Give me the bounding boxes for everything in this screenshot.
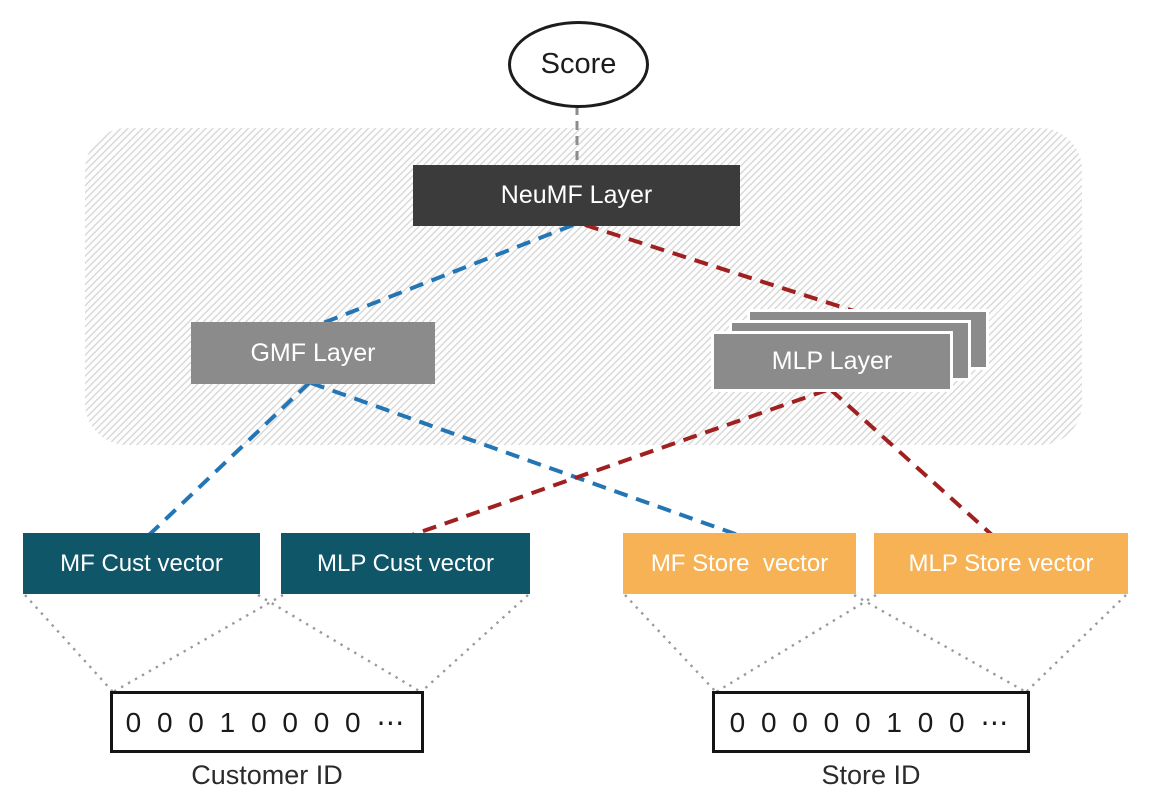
edge-neumf-mlp bbox=[584, 223, 858, 314]
edge-mlp-mlp-store-vector bbox=[829, 388, 994, 537]
neumf-layer-node: NeuMF Layer bbox=[413, 165, 740, 226]
mlp-store-vector-node: MLP Store vector bbox=[874, 533, 1128, 594]
edge-mf-cust-vector-customer-id-right bbox=[257, 593, 422, 694]
edge-mlp-store-vector-store-id-left bbox=[715, 593, 877, 694]
mf-store-vector-label: MF Store vector bbox=[650, 549, 829, 577]
edge-gmf-mf-store-vector bbox=[310, 381, 739, 537]
edge-neumf-gmf bbox=[317, 223, 574, 327]
mf-cust-vector-node: MF Cust vector bbox=[23, 533, 260, 594]
edge-mlp-mlp-cust-vector bbox=[411, 388, 828, 537]
edge-mlp-cust-vector-customer-id-left bbox=[112, 593, 284, 694]
mlp-cust-vector-node: MLP Cust vector bbox=[281, 533, 530, 594]
customer-id-label: Customer ID bbox=[191, 760, 343, 790]
mf-store-vector-node: MF Store vector bbox=[623, 533, 856, 594]
store-id-label: Store ID bbox=[821, 760, 921, 790]
edge-mlp-store-vector-store-id-right bbox=[1025, 594, 1127, 693]
edge-mf-store-vector-store-id-right bbox=[853, 593, 1027, 694]
customer-id-onehot-box: 0 0 0 1 0 0 0 0 ⋯ bbox=[110, 691, 424, 753]
customer-id-digits: 0 0 0 1 0 0 0 0 ⋯ bbox=[125, 706, 409, 738]
mlp-layer-node: MLP Layer bbox=[711, 331, 953, 392]
store-id-digits: 0 0 0 0 0 1 0 0 ⋯ bbox=[729, 706, 1013, 738]
edge-gmf-mf-cust-vector bbox=[147, 381, 311, 537]
gmf-layer-label: GMF Layer bbox=[250, 338, 376, 367]
edge-mlp-cust-vector-customer-id-right bbox=[420, 594, 529, 693]
score-label: Score bbox=[540, 48, 617, 80]
edge-mf-store-vector-store-id-left bbox=[624, 594, 717, 693]
neumf-layer-label: NeuMF Layer bbox=[500, 181, 653, 209]
gmf-layer-node: GMF Layer bbox=[191, 322, 435, 384]
mlp-cust-vector-label: MLP Cust vector bbox=[317, 549, 494, 577]
mlp-layer-label: MLP Layer bbox=[771, 347, 893, 375]
score-node: Score bbox=[508, 21, 649, 108]
store-id-onehot-box: 0 0 0 0 0 1 0 0 ⋯ bbox=[712, 691, 1030, 753]
mlp-store-vector-label: MLP Store vector bbox=[908, 549, 1094, 577]
mf-cust-vector-label: MF Cust vector bbox=[60, 549, 223, 577]
edge-mf-cust-vector-customer-id-left bbox=[24, 594, 114, 693]
